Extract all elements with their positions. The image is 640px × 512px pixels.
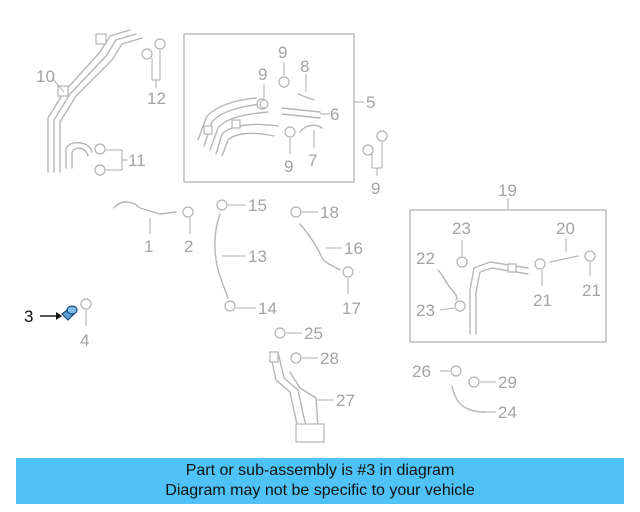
part-1-hose [113,201,177,215]
part-19-tubes [469,261,529,335]
label-20: 20 [556,219,575,238]
label-9-right: 9 [371,179,380,198]
part-11-clips [94,143,128,176]
part-22-hose [437,269,458,301]
part-2-clip [182,206,194,218]
label-25: 25 [304,324,323,343]
label-17: 17 [342,299,361,318]
part-14-clip [224,300,236,312]
label-24: 24 [498,403,517,422]
part-15-clip [216,199,228,211]
label-8: 8 [300,57,309,76]
label-2: 2 [184,237,193,256]
label-28: 28 [320,349,339,368]
part-13-hose [214,213,229,299]
label-9-left: 9 [258,65,267,84]
part-20-hose [549,255,579,263]
part-3-bolt [40,305,78,321]
label-12: 12 [147,89,166,108]
label-5: 5 [366,93,375,112]
parts-diagram: 10 12 11 5 9 9 8 [24,29,607,443]
label-1: 1 [144,237,153,256]
part-5-box [183,33,355,183]
part-16-hose [299,223,341,271]
label-23-b: 23 [416,301,435,320]
part-28-clip [290,352,302,364]
label-18: 18 [320,203,339,222]
label-9-bottom: 9 [284,157,293,176]
part-10-tube-assembly [47,29,143,173]
banner-line-2: Diagram may not be specific to your vehi… [165,482,475,499]
label-26: 26 [412,362,431,381]
label-7: 7 [308,151,317,170]
part-9-clips-right [362,130,388,176]
part-21-clip-a [534,258,546,270]
part-12-clips [141,38,166,88]
part-18-clip [290,206,302,218]
info-banner: Part or sub-assembly is #3 in diagram Di… [16,458,624,504]
part-4-clip [80,298,92,310]
label-10: 10 [36,67,55,86]
label-23-a: 23 [452,219,471,238]
label-27: 27 [336,391,355,410]
part-23-clip-b [454,300,466,312]
part-23-clip-a [456,256,468,268]
part-26-clip [450,365,462,377]
part-29-clip [468,376,480,388]
part-27-hose-assembly [269,351,325,443]
part-17-clip [342,266,354,278]
label-3: 3 [24,307,33,326]
label-19: 19 [498,181,517,200]
label-4: 4 [80,331,89,350]
part-24-hose [451,385,487,413]
label-15: 15 [248,196,267,215]
part-25-clip [274,327,286,339]
label-11: 11 [128,151,146,170]
label-9-top: 9 [278,43,287,62]
part-19-box [409,209,607,343]
label-16: 16 [344,239,363,258]
label-13: 13 [248,247,267,266]
label-6: 6 [330,105,339,124]
label-21-b: 21 [582,281,601,300]
banner-line-1: Part or sub-assembly is #3 in diagram [185,462,455,479]
part-21-clip-b [584,250,596,262]
label-14: 14 [258,299,277,318]
label-21-a: 21 [533,291,552,310]
label-22: 22 [416,249,435,268]
label-29: 29 [498,373,517,392]
